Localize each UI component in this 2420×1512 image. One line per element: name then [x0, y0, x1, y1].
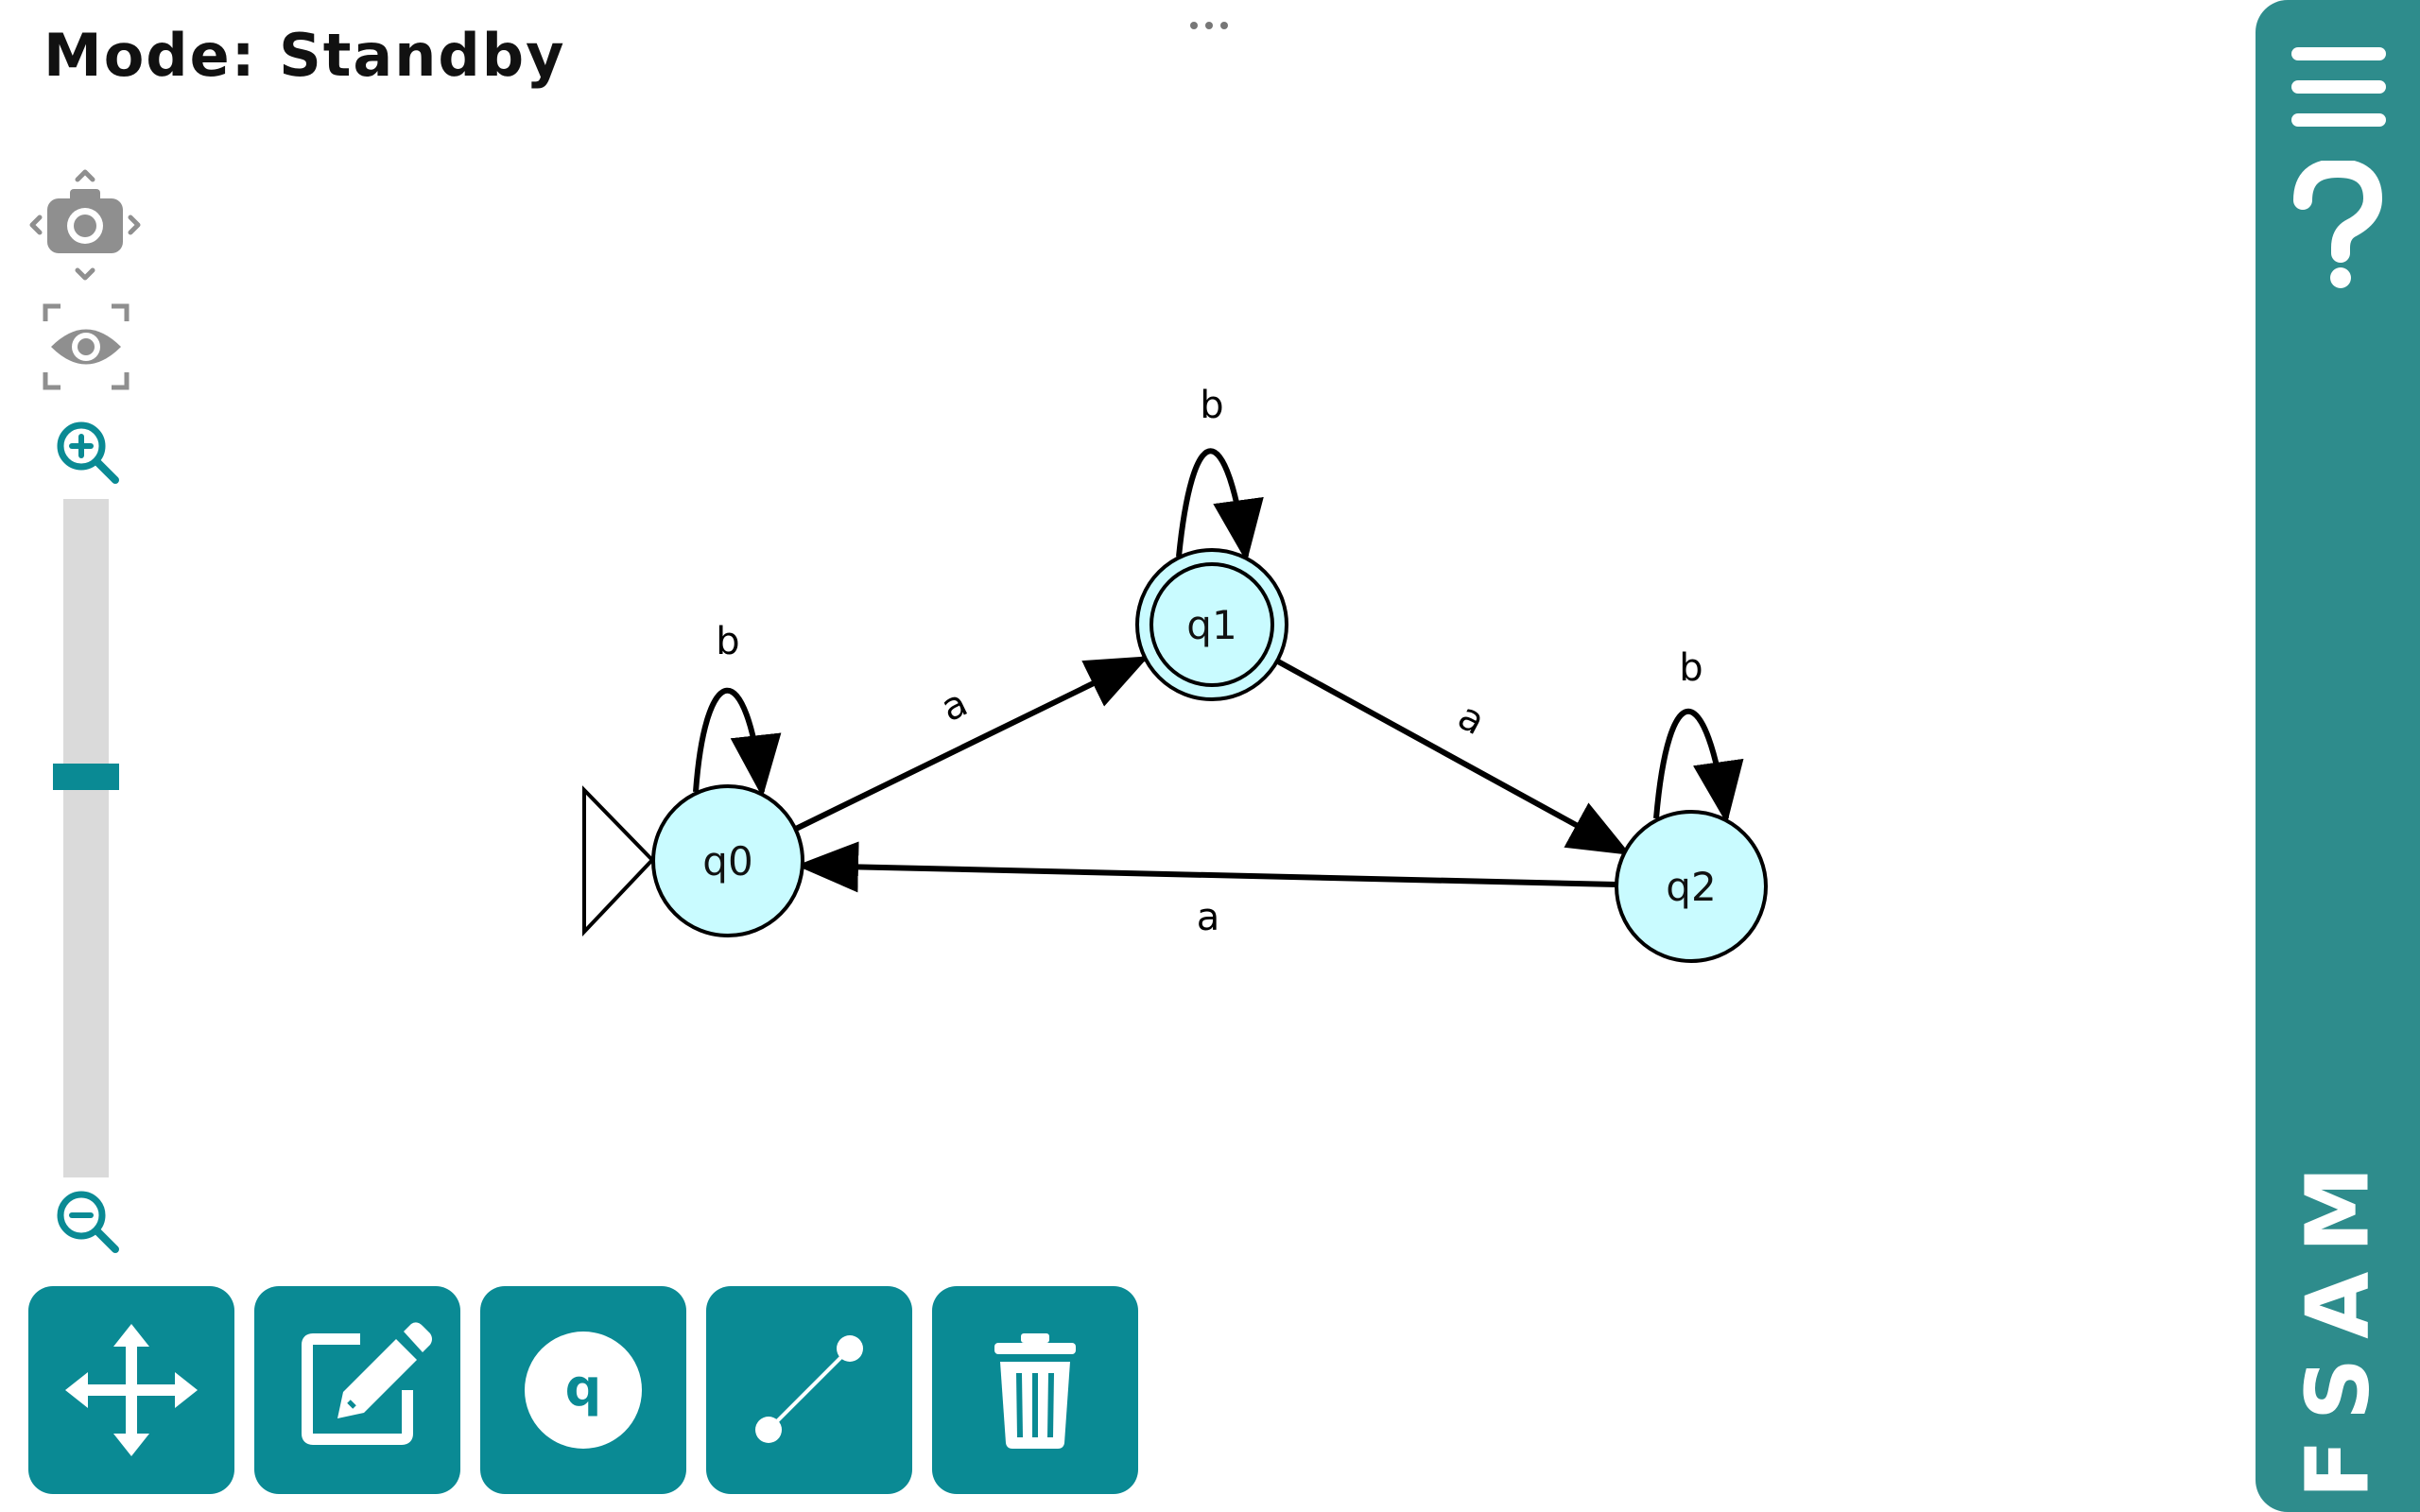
move-arrows-icon — [65, 1324, 198, 1456]
transition-q2-q2[interactable] — [1653, 709, 1744, 824]
zoom-out-icon[interactable] — [53, 1187, 121, 1255]
zoom-slider[interactable] — [53, 499, 119, 1177]
svg-text:q: q — [565, 1358, 602, 1418]
add-state-tool-button[interactable]: q — [480, 1286, 686, 1494]
side-panel: FSAM — [2256, 0, 2420, 1512]
transition-q2-q0[interactable] — [796, 841, 1617, 893]
mode-status-label: Mode: Standby — [43, 21, 566, 90]
edit-tool-button[interactable] — [254, 1286, 460, 1494]
transition-label-q0-q1: a — [934, 681, 974, 730]
transition-label-q2-q2: b — [1679, 646, 1703, 690]
zoom-in-icon[interactable] — [53, 418, 121, 486]
state-q1[interactable]: q1 — [1135, 548, 1288, 701]
add-state-icon: q — [525, 1332, 642, 1449]
edit-pencil-icon — [302, 1322, 432, 1445]
state-q0[interactable]: q0 — [651, 784, 804, 937]
state-label: q0 — [702, 838, 752, 885]
transition-label-q1-q1: b — [1200, 384, 1223, 427]
move-tool-button[interactable] — [28, 1286, 234, 1494]
delete-tool-button[interactable] — [932, 1286, 1138, 1494]
connect-line-icon — [755, 1335, 863, 1443]
state-q2[interactable]: q2 — [1615, 810, 1768, 963]
state-label: q2 — [1666, 864, 1716, 910]
transition-q0-q0[interactable] — [693, 687, 782, 798]
state-label: q1 — [1186, 602, 1236, 648]
add-transition-tool-button[interactable] — [706, 1286, 912, 1494]
app-brand-title: FSAM — [2287, 1147, 2389, 1499]
eye-focus-icon[interactable] — [42, 302, 130, 391]
camera-pan-icon[interactable] — [28, 168, 142, 282]
question-mark-icon[interactable] — [2284, 161, 2392, 293]
transition-label-q2-q0: a — [1197, 896, 1220, 939]
trash-icon — [994, 1333, 1076, 1449]
ellipsis-icon[interactable] — [1185, 11, 1233, 40]
transition-label-q1-q2: a — [1451, 695, 1492, 744]
hamburger-menu-icon[interactable] — [2290, 43, 2388, 130]
zoom-slider-thumb[interactable] — [53, 764, 119, 791]
transition-q0-q1[interactable] — [794, 656, 1150, 832]
initial-state-marker — [582, 785, 655, 937]
transition-label-q0-q0: b — [716, 620, 739, 663]
transition-q1-q1[interactable] — [1176, 448, 1264, 562]
transition-q1-q2[interactable] — [1276, 659, 1632, 855]
